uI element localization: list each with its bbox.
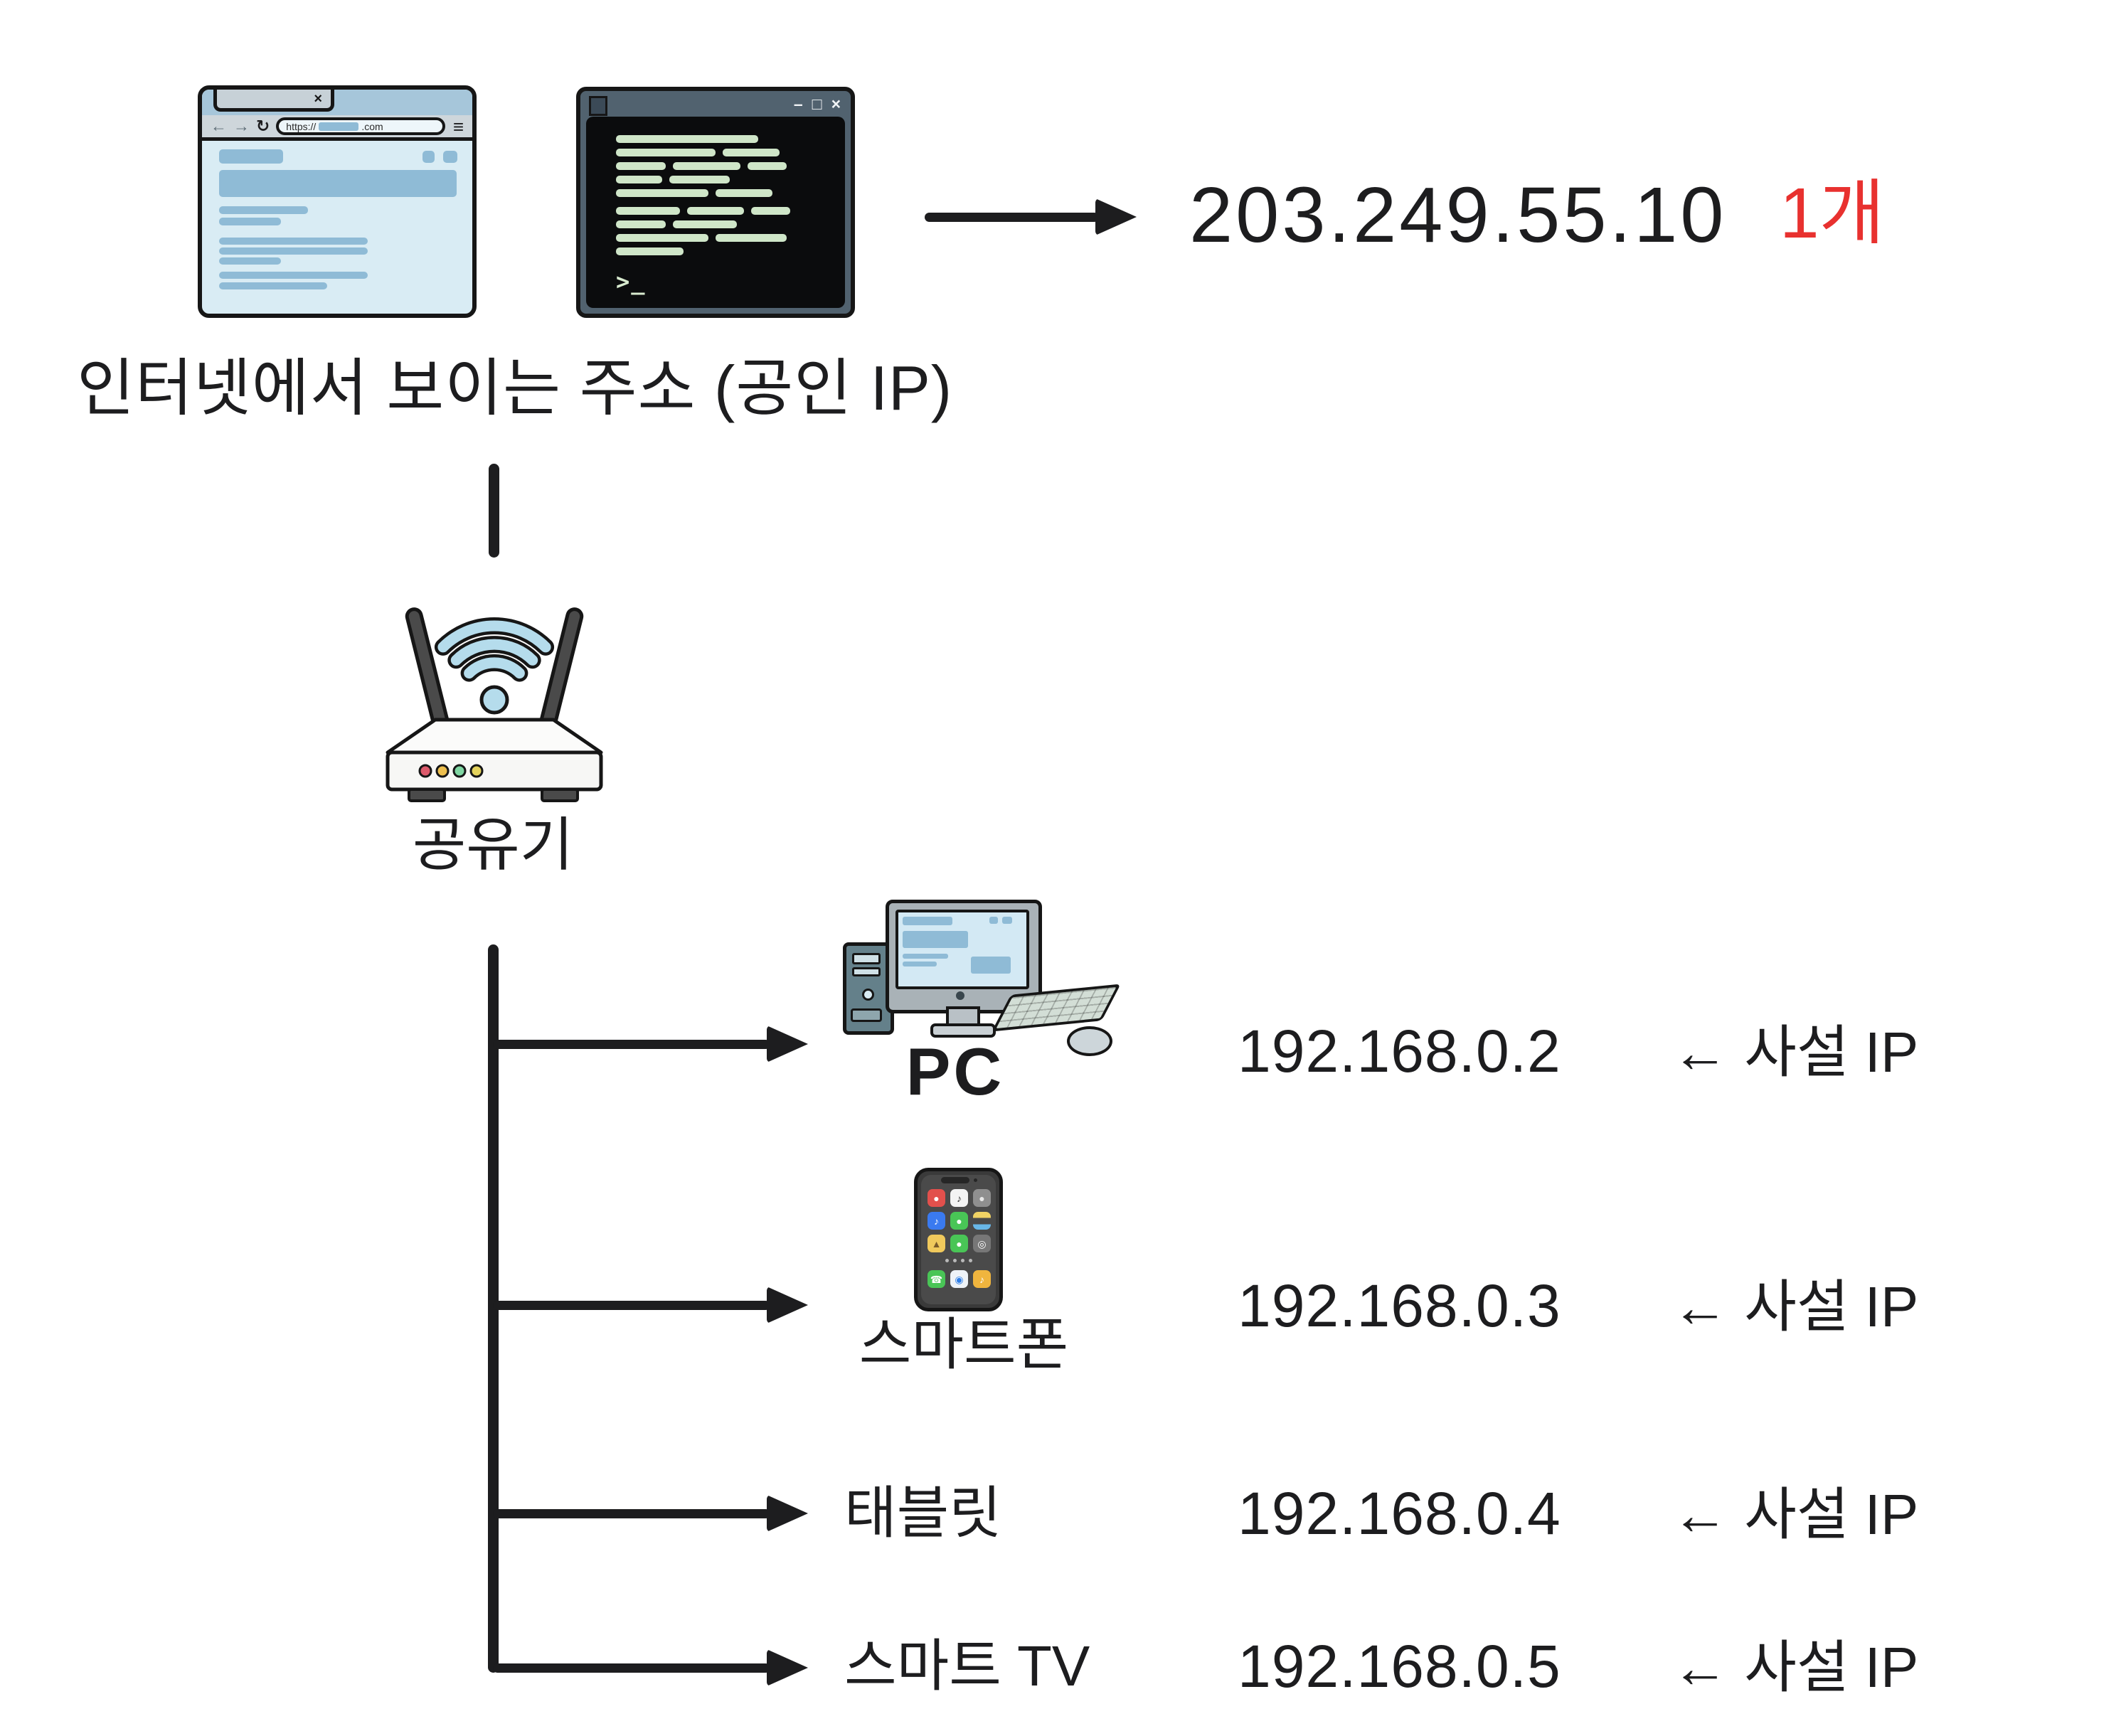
- lan-trunk-line: [488, 944, 499, 1673]
- address-prefix: https://: [286, 120, 317, 132]
- content-line: [219, 272, 368, 279]
- router-box-front: [386, 750, 603, 792]
- pc-icon: [839, 893, 1121, 1056]
- public-ip-count: 1개: [1780, 174, 1885, 253]
- close-icon: ×: [831, 95, 841, 113]
- router-box-top: [386, 718, 603, 755]
- terminal-line: [616, 176, 845, 183]
- device-ip-tablet: 192.168.0.4: [1238, 1480, 1561, 1547]
- caption-router-connector-line: [489, 464, 499, 558]
- antenna-right-icon: [539, 607, 584, 730]
- lan-branch-arrowhead-smartphone: [767, 1287, 808, 1324]
- terminal-line: [616, 207, 845, 215]
- address-bar: https:// .com: [276, 117, 446, 135]
- lan-branch-line-tablet: [493, 1509, 770, 1518]
- router-foot: [541, 788, 579, 802]
- antenna-left-icon: [405, 607, 450, 730]
- device-ip-smarttv: 192.168.0.5: [1238, 1633, 1561, 1700]
- private-ip-note-tablet: ← 사설 IP: [1671, 1483, 1919, 1546]
- content-line: [219, 257, 281, 265]
- public-ip-arrowhead: [1095, 198, 1137, 235]
- lan-branch-arrowhead-pc: [767, 1026, 808, 1063]
- smartphone-icon: ● ♪ ● ♪ ● ▲ ● ◎ ☎ ◉ ♪: [914, 1168, 1003, 1311]
- private-ip-note-pc: ← 사설 IP: [1671, 1021, 1919, 1084]
- pc-monitor-icon: [886, 900, 1042, 1013]
- content-line: [219, 206, 308, 214]
- terminal-line: [616, 149, 845, 156]
- content-line: [219, 282, 327, 289]
- browser-tab-strip: ×: [202, 90, 472, 119]
- terminal-prompt: >_: [616, 268, 647, 295]
- terminal-line: [616, 220, 845, 228]
- tab-close-icon: ×: [314, 91, 322, 107]
- device-ip-smartphone: 192.168.0.3: [1238, 1272, 1561, 1339]
- terminal-line: [616, 189, 845, 197]
- lan-branch-arrowhead-smarttv: [767, 1649, 808, 1686]
- back-icon: ←: [211, 117, 227, 135]
- device-label-smartphone: 스마트폰: [859, 1313, 1069, 1376]
- content-line: [219, 218, 281, 225]
- browser-window: × ← → ↻ https:// .com ≡: [198, 85, 477, 318]
- forward-icon: →: [233, 117, 250, 135]
- terminal-body: >_: [586, 117, 845, 308]
- terminal-app-icon: [589, 96, 607, 116]
- device-label-pc: PC: [905, 1034, 1005, 1109]
- router-led-lights: [418, 764, 484, 778]
- device-ip-pc: 192.168.0.2: [1238, 1018, 1561, 1085]
- lan-branch-arrowhead-tablet: [767, 1495, 808, 1532]
- lan-branch-line-pc: [493, 1040, 770, 1049]
- terminal-line: [616, 247, 845, 255]
- terminal-window: – □ × >_: [576, 87, 855, 318]
- content-banner: [219, 170, 457, 197]
- public-ip-text: 203.249.55.10: [1189, 171, 1727, 259]
- caption-public-ip: 인터넷에서 보이는 주소 (공인 IP): [77, 353, 953, 423]
- minimize-icon: –: [793, 95, 803, 113]
- public-ip-arrow-line: [925, 213, 1099, 222]
- content-square: [443, 151, 457, 163]
- device-label-smarttv: 스마트 TV: [844, 1634, 1090, 1698]
- content-button-bar: [219, 149, 283, 164]
- maximize-icon: □: [812, 95, 822, 113]
- content-line: [219, 238, 368, 245]
- browser-tab: ×: [213, 90, 334, 112]
- router-foot: [408, 788, 446, 802]
- router-icon: [386, 607, 603, 802]
- private-ip-note-smartphone: ← 사설 IP: [1671, 1275, 1919, 1338]
- content-line: [219, 247, 368, 255]
- reload-icon: ↻: [256, 117, 270, 135]
- terminal-titlebar: – □ ×: [580, 91, 851, 117]
- private-ip-note-smarttv: ← 사설 IP: [1671, 1636, 1919, 1699]
- mouse-icon: [1067, 1026, 1112, 1056]
- terminal-line: [616, 135, 845, 143]
- content-square: [422, 151, 435, 163]
- lan-branch-line-smartphone: [493, 1301, 770, 1310]
- lan-branch-line-smarttv: [493, 1663, 770, 1673]
- device-label-tablet: 태블릿: [844, 1481, 1001, 1545]
- router-label: 공유기: [412, 813, 574, 878]
- browser-toolbar: ← → ↻ https:// .com ≡: [202, 115, 472, 141]
- address-redacted-bar: [319, 122, 359, 131]
- address-suffix: .com: [361, 120, 383, 132]
- terminal-line: [616, 234, 845, 242]
- terminal-line: [616, 162, 845, 170]
- menu-icon: ≡: [452, 115, 464, 137]
- wifi-icon: [434, 617, 555, 715]
